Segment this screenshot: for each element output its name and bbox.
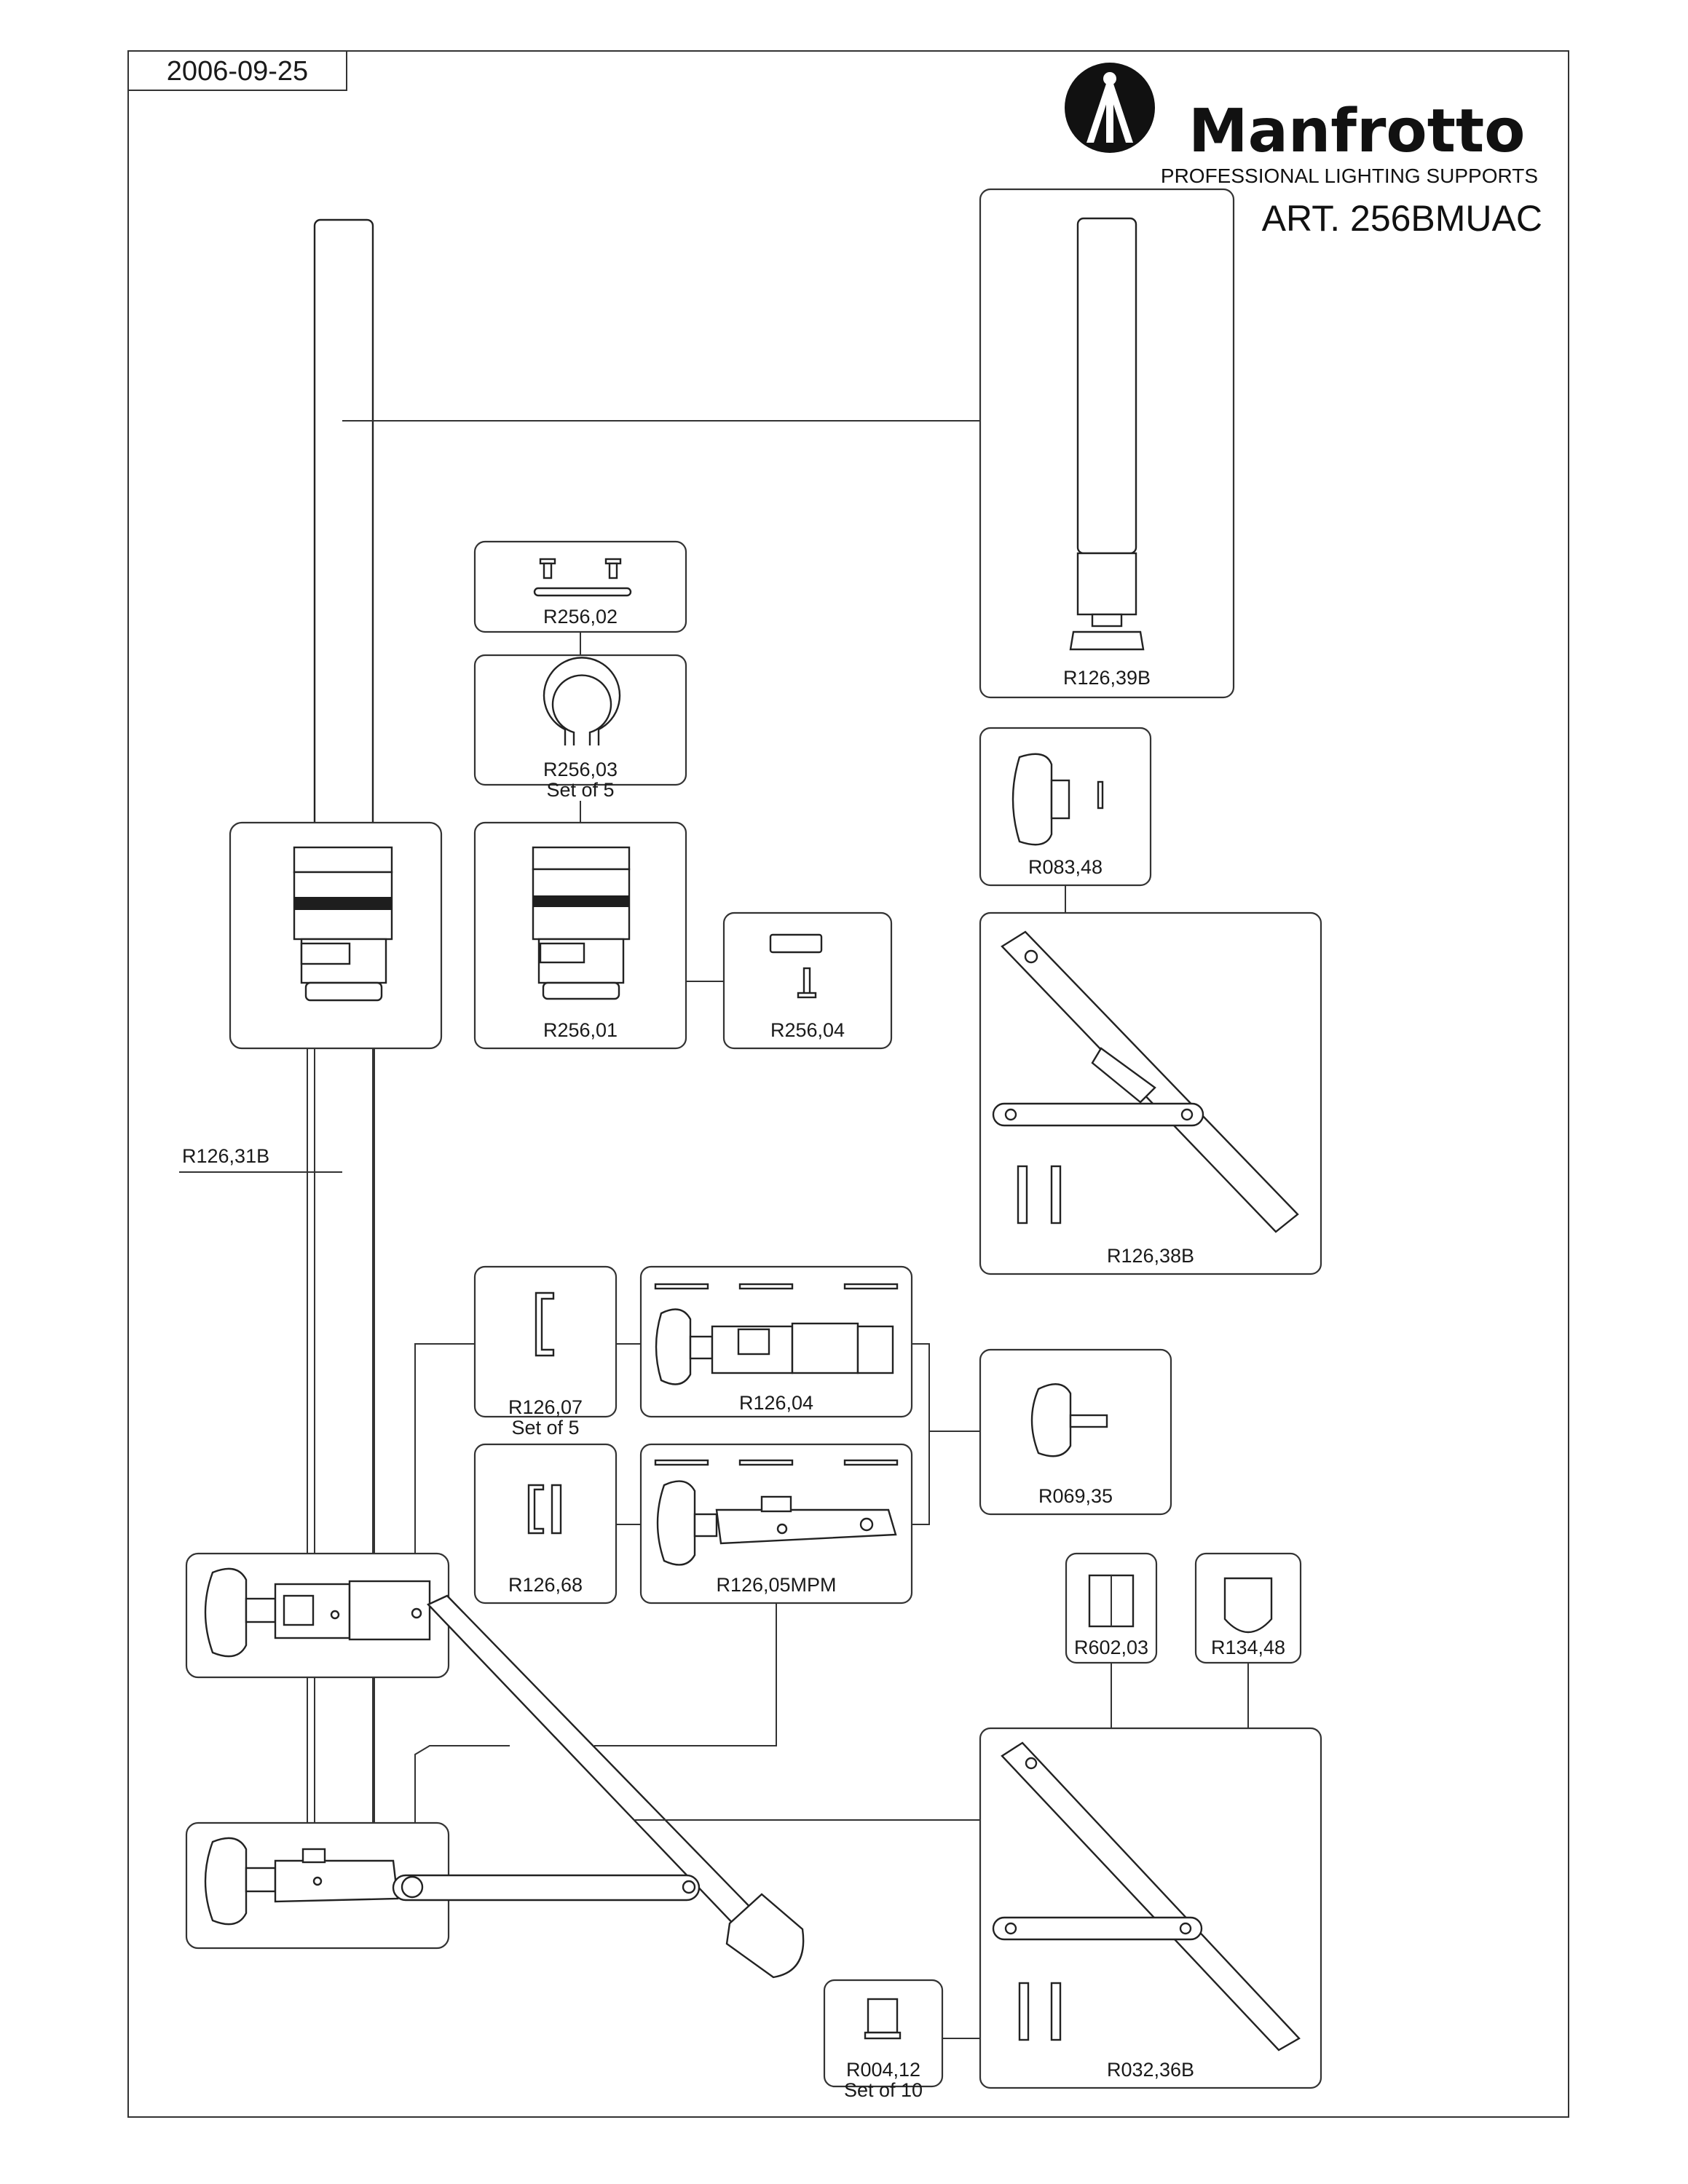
date-label: 2006-09-25 xyxy=(167,56,308,87)
part-note-r256-03: Set of 5 xyxy=(546,779,614,801)
part-box-r126-07 xyxy=(473,1265,618,1418)
diagonal-arm xyxy=(426,1594,805,1979)
bracket-icon xyxy=(535,1291,555,1357)
part-label-r602-03: R602,03 xyxy=(1074,1637,1148,1658)
pad-icon xyxy=(1088,1574,1135,1628)
shield-pad-icon xyxy=(1223,1577,1273,1634)
bushing-icon xyxy=(864,1998,902,2040)
part-label-r126-38b: R126,38B xyxy=(1107,1245,1194,1267)
part-label-r126-68: R126,68 xyxy=(508,1574,583,1596)
sheet-frame xyxy=(127,50,1569,2118)
brand-wordmark: Manfrotto xyxy=(1188,97,1526,166)
support-arm-icon xyxy=(992,1741,1301,2052)
brace-arm-icon xyxy=(992,930,1299,1233)
part-label-r256-02: R256,02 xyxy=(543,606,618,628)
locking-knob-icon xyxy=(1030,1383,1108,1457)
brand-tagline: PROFESSIONAL LIGHTING SUPPORTS xyxy=(1161,165,1538,187)
collar-body-icon xyxy=(532,846,631,1000)
part-box-r069-35 xyxy=(979,1348,1172,1516)
screw-pair-icon xyxy=(533,558,632,597)
part-box-r126-68 xyxy=(473,1443,618,1605)
part-label-r069-35: R069,35 xyxy=(1038,1485,1113,1507)
part-note-r126-07: Set of 5 xyxy=(511,1417,579,1439)
part-label-r256-01: R256,01 xyxy=(543,1019,618,1041)
clamp-icon xyxy=(654,1283,899,1385)
clip-ring-icon xyxy=(543,657,621,745)
tube-icon xyxy=(1069,217,1145,651)
part-label-r126-07: R126,07 xyxy=(508,1396,583,1418)
upper-clamp-icon xyxy=(204,1567,431,1658)
date-tab xyxy=(127,50,347,91)
part-label-r126-39b: R126,39B xyxy=(1063,667,1151,689)
manfrotto-logo-icon xyxy=(1065,63,1155,153)
lower-clamp-icon xyxy=(204,1837,701,1926)
screw-block-icon xyxy=(769,933,823,999)
part-note-r004-12: Set of 10 xyxy=(844,2079,923,2101)
part-label-r256-04: R256,04 xyxy=(770,1019,845,1041)
part-label-r126-05mpm: R126,05MPM xyxy=(716,1574,836,1596)
part-label-r126-04: R126,04 xyxy=(739,1392,813,1414)
part-label-r083-48: R083,48 xyxy=(1028,856,1103,878)
collar-part xyxy=(293,846,393,1002)
part-label-r004-12: R004,12 xyxy=(846,2059,920,2081)
article-number: ART. 256BMUAC xyxy=(1262,198,1542,239)
clamp-mpm-icon xyxy=(654,1459,899,1566)
part-label-r256-03: R256,03 xyxy=(543,759,618,780)
part-label-r134-48: R134,48 xyxy=(1211,1637,1285,1658)
leader-r126-07 xyxy=(414,1343,475,1554)
part-label-r126-31b: R126,31B xyxy=(182,1145,269,1167)
knob-icon xyxy=(1011,753,1104,846)
small-bracket-icon xyxy=(527,1484,562,1535)
part-label-r032-36b: R032,36B xyxy=(1107,2059,1194,2081)
